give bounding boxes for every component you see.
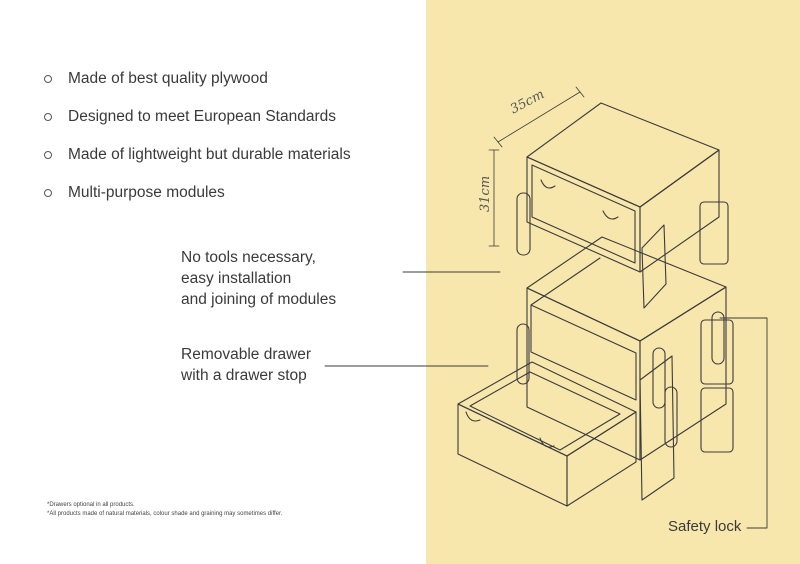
callout-line: Removable drawer: [181, 346, 312, 363]
safety-lock-panel: [699, 201, 729, 265]
footnote: *All products made of natural materials,…: [47, 511, 283, 517]
dimension-line-width: [497, 91, 581, 143]
feature-text: Designed to meet European Standards: [68, 108, 336, 125]
drawer-handle-cutout: [539, 437, 555, 448]
leader-line-safety-lock: [719, 317, 768, 529]
dimension-tick: [493, 136, 503, 148]
feature-list: Made of best quality plywood Designed to…: [44, 60, 351, 212]
drawer-inner-rim: [469, 371, 621, 451]
connector-tab: [652, 347, 666, 409]
removable-drawer: [457, 361, 637, 507]
open-compartment: [530, 304, 637, 401]
connector-tab: [641, 224, 667, 309]
callout-line: easy installation: [181, 270, 292, 287]
connector-tab: [516, 323, 530, 385]
leader-lines: [324, 271, 768, 529]
top-module-lid: [526, 102, 720, 208]
feature-text: Made of best quality plywood: [68, 70, 268, 87]
feature-item: Multi-purpose modules: [44, 174, 351, 212]
side-panel: [639, 355, 675, 501]
bullet-icon: [44, 75, 52, 83]
drawer-side-panel: [566, 411, 637, 507]
connector-tab: [664, 386, 678, 448]
dimension-tick: [575, 86, 585, 98]
feature-item: Designed to meet European Standards: [44, 98, 351, 136]
footnotes: *Drawers optional in all products. *All …: [47, 501, 282, 519]
connector-tab: [516, 192, 531, 256]
feature-text: Made of lightweight but durable material…: [68, 146, 351, 163]
callout-tools: No tools necessary, easy installation an…: [181, 247, 336, 310]
callout-line: with a drawer stop: [181, 367, 307, 384]
connector-tab: [711, 311, 725, 365]
top-module-side: [639, 149, 720, 273]
bottom-module: [516, 236, 734, 501]
top-drawer-front: [531, 164, 636, 264]
callout-line: No tools necessary,: [181, 249, 316, 266]
safety-lock-panel: [700, 319, 734, 385]
illustration-panel-background: [426, 0, 800, 564]
bottom-module-lid: [526, 236, 727, 342]
bullet-icon: [44, 151, 52, 159]
callout-drawer: Removable drawer with a drawer stop: [181, 344, 311, 386]
dimension-lines: [488, 86, 585, 247]
drawer-handle-cutout: [465, 411, 481, 422]
drawer-front-panel: [457, 403, 568, 507]
top-module-front: [526, 156, 641, 273]
bullet-icon: [44, 189, 52, 197]
feature-text: Multi-purpose modules: [68, 184, 225, 201]
drawer-handle-cutout: [602, 210, 619, 220]
callout-safety-lock: Safety lock: [668, 518, 742, 535]
feature-item: Made of best quality plywood: [44, 60, 351, 98]
bottom-module-front: [526, 287, 641, 461]
drawer-handle-cutout: [540, 179, 556, 189]
feature-item: Made of lightweight but durable material…: [44, 136, 351, 174]
callout-line: and joining of modules: [181, 291, 337, 308]
safety-lock-panel: [700, 387, 734, 453]
bullet-icon: [44, 113, 52, 121]
footnote: *Drawers optional in all products.: [47, 502, 135, 508]
compartment-inner-edge: [530, 257, 601, 306]
bottom-module-side: [639, 286, 727, 461]
top-module: [516, 102, 729, 309]
